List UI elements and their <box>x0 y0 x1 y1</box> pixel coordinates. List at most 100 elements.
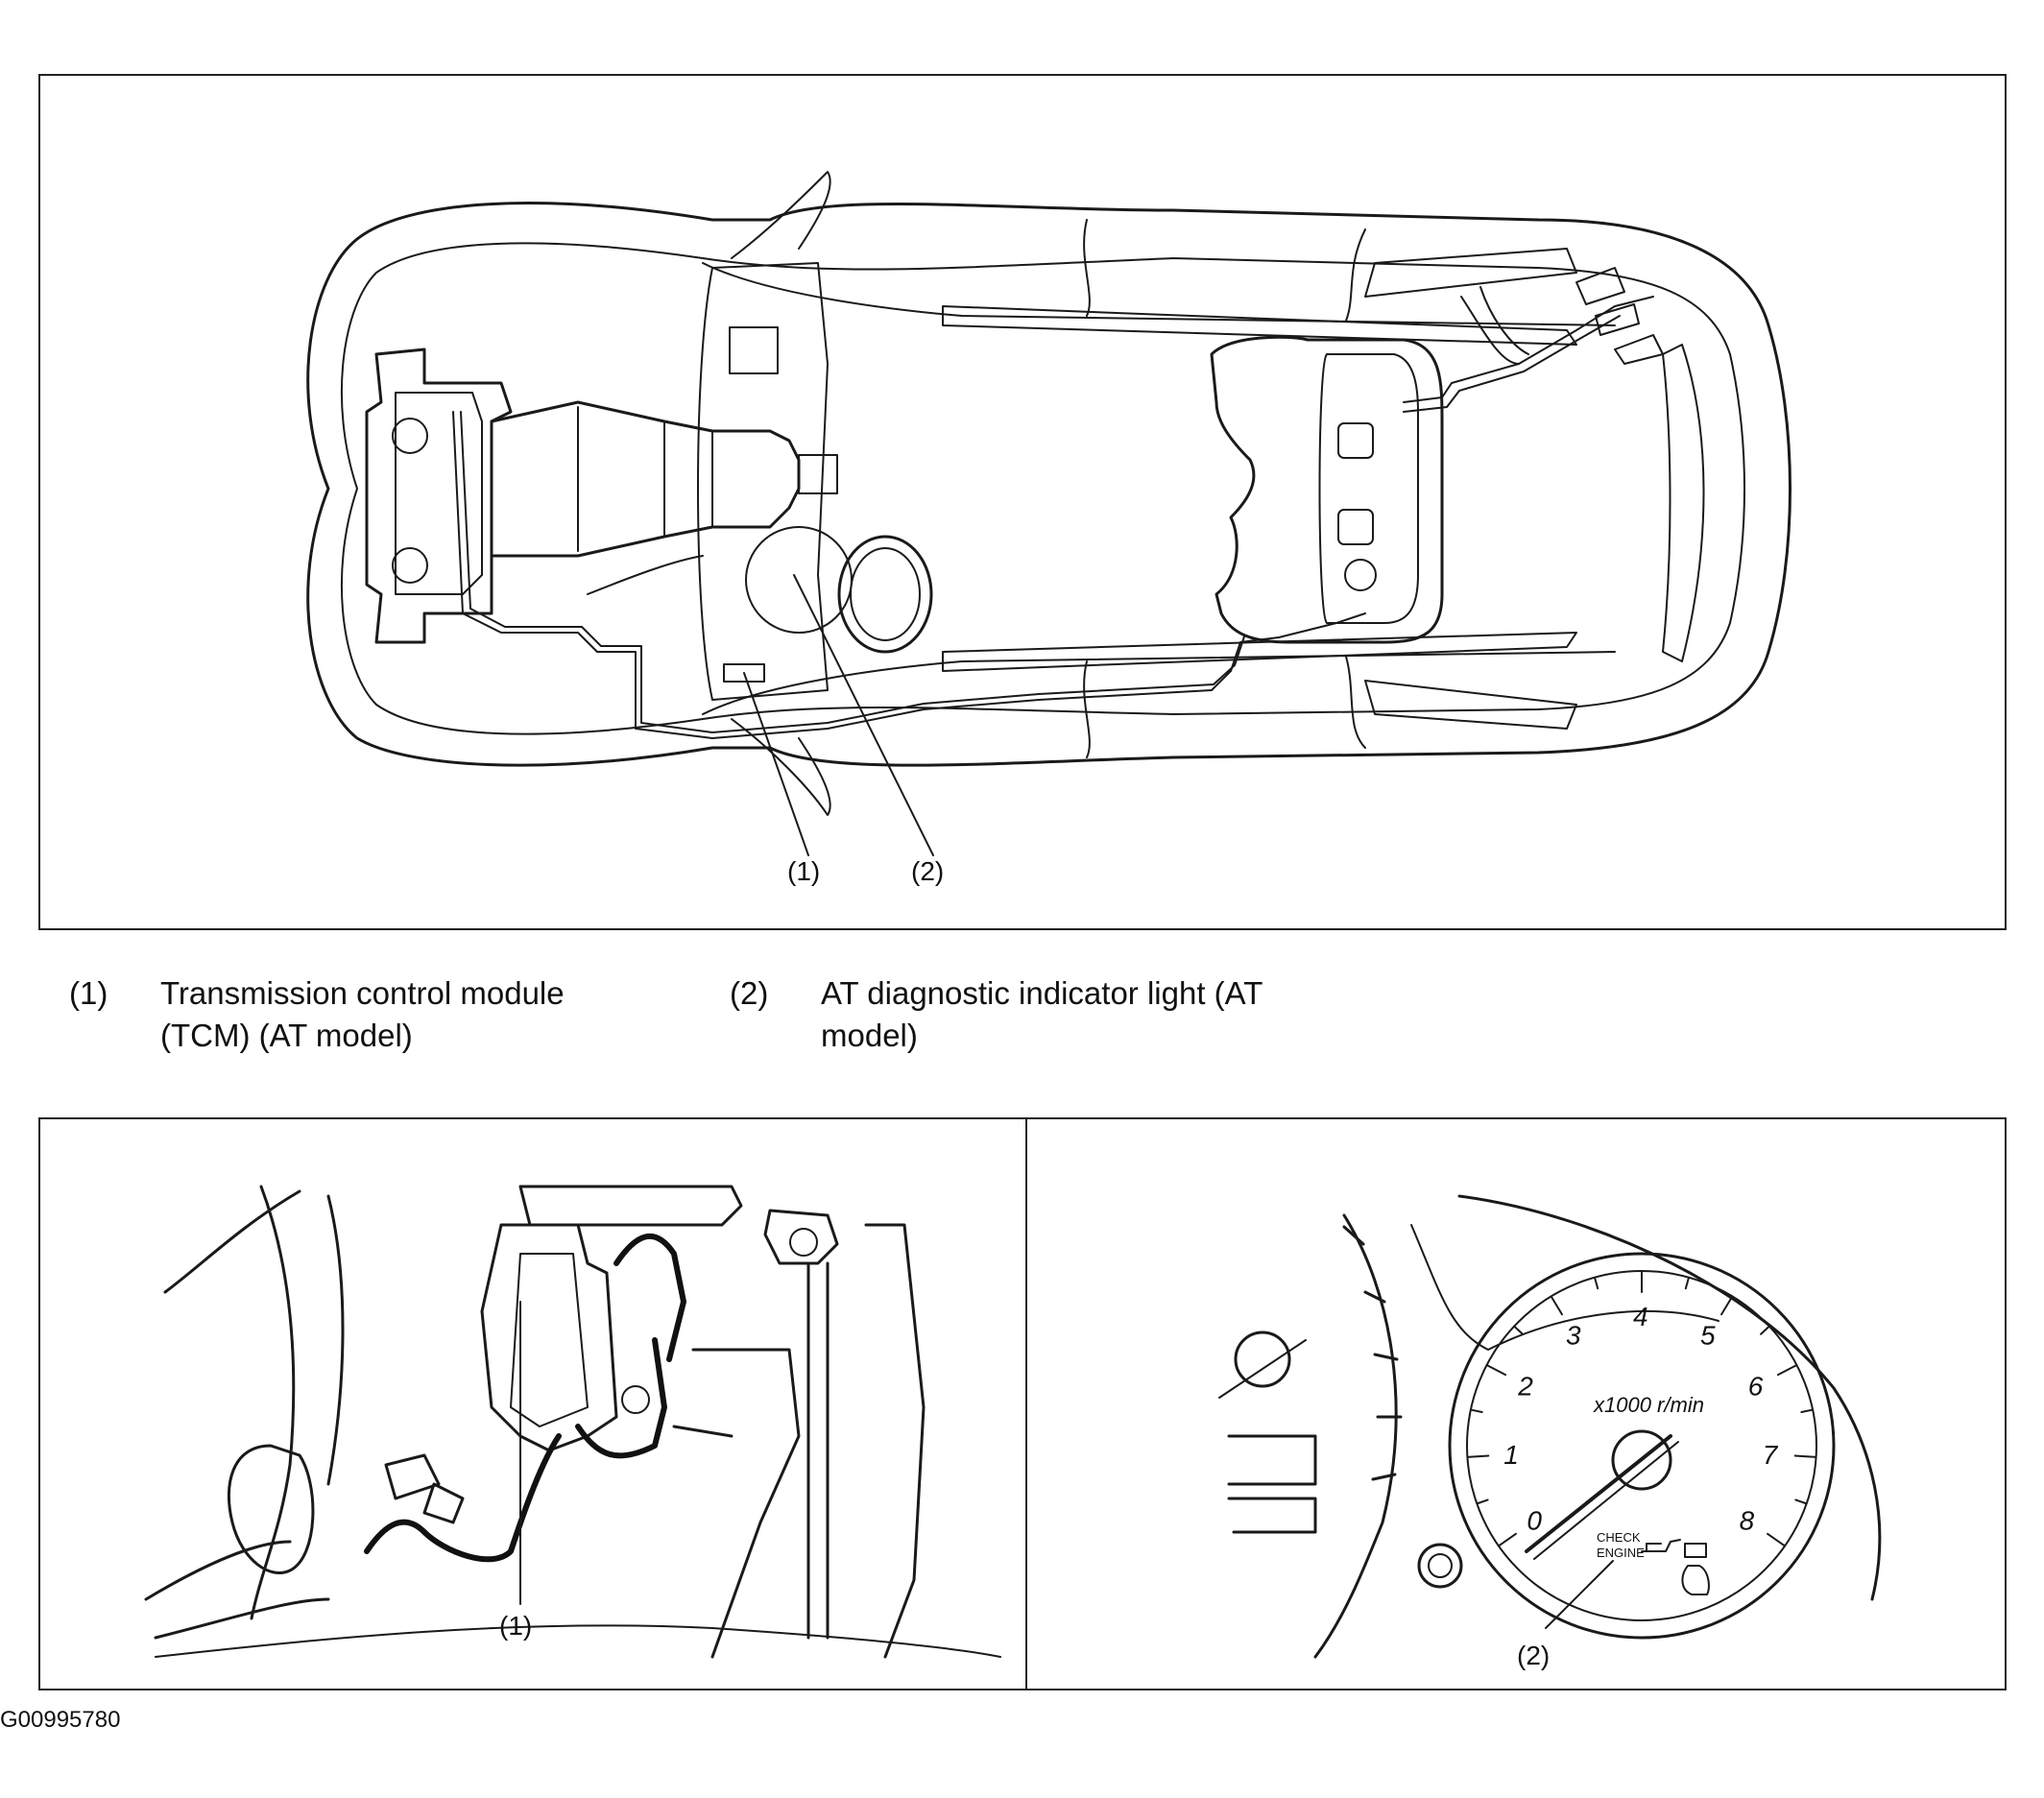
door-divider-top <box>1083 219 1091 317</box>
tcm-module <box>480 1223 618 1452</box>
tach-number: 0 <box>1527 1505 1542 1535</box>
rear-connectors <box>1575 267 1664 365</box>
right-duct <box>864 1223 926 1659</box>
tach-number: 4 <box>1633 1302 1648 1331</box>
battery-icon <box>1684 1543 1707 1558</box>
tach-tick <box>1794 1498 1808 1505</box>
tcm-harness-thick-2 <box>613 1233 686 1362</box>
legend-item-1-line2: (TCM) (AT model) <box>160 1018 413 1053</box>
speedometer-ticks <box>1342 1225 1403 1481</box>
tach-number: 1 <box>1503 1440 1519 1470</box>
rear-window-top <box>1364 248 1577 298</box>
tach-tick <box>1469 1408 1483 1414</box>
tach-number: 3 <box>1566 1321 1581 1351</box>
engine-block <box>365 348 513 644</box>
top-duct <box>518 1185 743 1227</box>
check-engine-label-2: ENGINE <box>1597 1546 1645 1560</box>
callout-2-label: (2) <box>911 856 944 886</box>
tachometer-outer-ring <box>1448 1252 1836 1640</box>
harness-loop-left <box>144 1540 330 1640</box>
airbag-icon <box>1681 1565 1710 1595</box>
tach-needle-hub <box>1611 1429 1672 1491</box>
cluster-detail-drawing: 0 1 2 3 4 5 6 7 8 x1000 r/min CHECK ENGINE (2) <box>1218 1194 1882 1670</box>
callout-1-leader <box>743 672 809 856</box>
transmission-detail <box>577 406 713 552</box>
tachometer-labels: 0 1 2 3 4 5 6 7 8 <box>1503 1302 1778 1535</box>
steering-wheel <box>837 535 933 654</box>
transmission-case <box>490 400 801 558</box>
vehicle-overview-drawing: (1) (2) <box>306 171 1792 886</box>
callout-2-leader <box>793 574 934 856</box>
door-divider-rear-top <box>1345 228 1366 322</box>
car-inner-outline <box>340 242 1745 735</box>
figure-code: G00995780 <box>0 1707 121 1733</box>
engine-pulley-1 <box>392 418 428 454</box>
pedal-bracket <box>672 1348 801 1659</box>
dashboard-outline <box>697 262 829 701</box>
tach-number: 7 <box>1763 1440 1779 1470</box>
fuel-sender <box>1344 559 1377 591</box>
legend-item-2: (2) AT diagnostic indicator light (AT mo… <box>730 972 1306 1059</box>
fuel-pump-2 <box>1337 509 1374 545</box>
tach-needle-edge <box>1533 1441 1679 1560</box>
tach-tick <box>1767 1532 1787 1547</box>
harness-main-2 <box>460 411 1245 733</box>
callout-1-label: (1) <box>787 856 820 886</box>
tach-tick <box>1485 1363 1507 1377</box>
tach-tick <box>1684 1276 1691 1290</box>
tach-tick <box>1776 1363 1798 1377</box>
tcm-module-face <box>510 1253 589 1427</box>
car-body-outline <box>306 202 1792 767</box>
legend-item-1: (1) Transmission control module (TCM) (A… <box>69 972 645 1059</box>
tach-tick <box>1497 1532 1517 1547</box>
bracket-right <box>763 1209 839 1265</box>
cluster-hood <box>1457 1194 1882 1601</box>
speedometer-arc <box>1313 1213 1398 1659</box>
windshield-left <box>702 262 1616 326</box>
rail-top <box>942 305 1577 346</box>
tach-number: 2 <box>1517 1372 1533 1402</box>
fuel-tank <box>1210 335 1444 644</box>
tcm-location-marker <box>723 663 765 683</box>
fuel-tank-inner <box>1318 353 1419 624</box>
shift-link <box>587 555 704 595</box>
steering-column-bundle <box>163 1185 345 1620</box>
vertical-rod <box>806 1261 830 1640</box>
tach-unit-label: x1000 r/min <box>1593 1393 1704 1417</box>
door-divider-rear-bottom <box>1345 656 1366 749</box>
tach-tick <box>1593 1276 1599 1290</box>
tach-tick <box>1466 1454 1490 1458</box>
legend-item-1-line1: Transmission control module <box>160 975 565 1011</box>
knob-inner <box>1428 1553 1453 1578</box>
fuel-gauge-bars <box>1227 1434 1317 1534</box>
tach-tick <box>1760 1325 1770 1335</box>
tach-needle <box>1525 1434 1672 1553</box>
legend-item-1-number: (1) <box>69 975 108 1011</box>
rear-quarter <box>1662 344 1705 662</box>
check-engine-label-1: CHECK <box>1597 1530 1641 1545</box>
legend-item-2-line1: AT diagnostic indicator light (AT <box>821 975 1263 1011</box>
cluster-hood-inner <box>1410 1224 1719 1351</box>
oil-pressure-icon <box>1641 1539 1681 1552</box>
tach-number: 5 <box>1700 1321 1716 1351</box>
legend-item-2-line2: model) <box>821 1018 918 1053</box>
small-gauge-needle <box>1218 1339 1307 1399</box>
harness-main <box>452 411 1366 739</box>
tach-tick <box>1476 1498 1489 1505</box>
connector-left <box>384 1453 465 1524</box>
tach-number: 8 <box>1740 1505 1755 1535</box>
steering-area <box>745 526 853 634</box>
tach-number: 6 <box>1748 1372 1764 1402</box>
rear-connector-wires <box>1460 286 1529 365</box>
tcm-harness-thick <box>364 1337 667 1563</box>
rail-bottom <box>942 632 1577 672</box>
a-pillar-top <box>731 171 831 259</box>
cluster-callout-leader <box>1545 1560 1614 1629</box>
tach-tick <box>1720 1295 1734 1316</box>
cluster-callout-label: (2) <box>1517 1641 1550 1670</box>
tcm-callout-label: (1) <box>499 1611 532 1641</box>
a-pillar-bottom <box>731 718 831 816</box>
tach-tick <box>1550 1295 1563 1316</box>
floor-line <box>155 1624 1001 1658</box>
door-divider-bottom <box>1083 660 1091 758</box>
